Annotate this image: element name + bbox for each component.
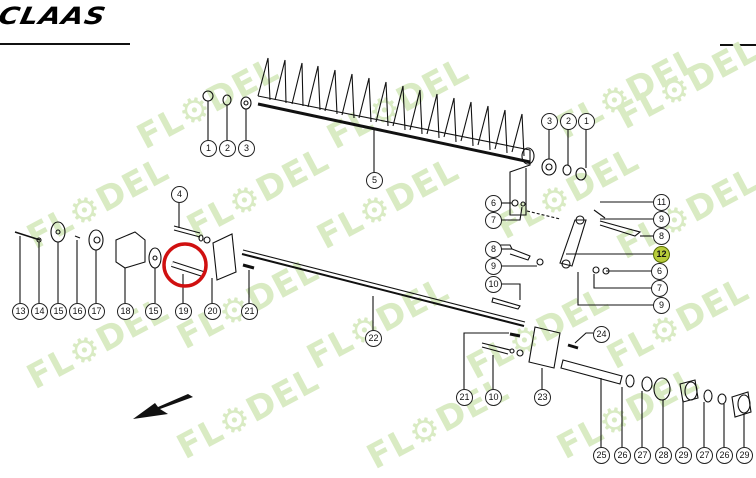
callout-part-4[interactable]: 4 xyxy=(171,186,188,203)
callout-part-28[interactable]: 28 xyxy=(655,447,672,464)
callout-part-21[interactable]: 21 xyxy=(241,303,258,320)
callout-part-9[interactable]: 9 xyxy=(485,258,502,275)
callout-part-11[interactable]: 11 xyxy=(653,194,670,211)
shaft-part-22 xyxy=(241,249,526,330)
callout-part-15[interactable]: 15 xyxy=(50,303,67,320)
bushing-set-right xyxy=(541,129,587,181)
link-arm-part-12 xyxy=(526,201,653,306)
callout-part-1[interactable]: 1 xyxy=(578,113,595,130)
callout-part-17[interactable]: 17 xyxy=(88,303,105,320)
part-19-highlight-ring xyxy=(162,242,208,288)
callout-part-6[interactable]: 6 xyxy=(651,263,668,280)
callout-part-15[interactable]: 15 xyxy=(145,303,162,320)
callout-part-18[interactable]: 18 xyxy=(117,303,134,320)
callout-part-7[interactable]: 7 xyxy=(485,212,502,229)
callout-part-27[interactable]: 27 xyxy=(696,447,713,464)
callout-part-24[interactable]: 24 xyxy=(593,326,610,343)
callout-part-6[interactable]: 6 xyxy=(485,195,502,212)
callout-part-22[interactable]: 22 xyxy=(365,330,382,347)
callout-part-19[interactable]: 19 xyxy=(175,303,192,320)
callout-part-13[interactable]: 13 xyxy=(12,303,29,320)
callout-part-3[interactable]: 3 xyxy=(238,140,255,157)
callout-part-16[interactable]: 16 xyxy=(69,303,86,320)
callout-part-29[interactable]: 29 xyxy=(736,447,753,464)
header-rule-right xyxy=(720,44,756,46)
rake-bar-part-5 xyxy=(257,57,535,216)
callout-part-3[interactable]: 3 xyxy=(541,113,558,130)
callout-part-8[interactable]: 8 xyxy=(653,228,670,245)
callout-part-10[interactable]: 10 xyxy=(485,276,502,293)
callout-part-9[interactable]: 9 xyxy=(653,211,670,228)
drive-shaft-part-25 xyxy=(560,359,752,447)
callout-part-10[interactable]: 10 xyxy=(485,389,502,406)
callout-part-29[interactable]: 29 xyxy=(675,447,692,464)
callout-part-8[interactable]: 8 xyxy=(485,241,502,258)
callout-part-5[interactable]: 5 xyxy=(366,172,383,189)
callout-part-2[interactable]: 2 xyxy=(219,140,236,157)
callout-part-27[interactable]: 27 xyxy=(634,447,651,464)
callout-part-1[interactable]: 1 xyxy=(200,140,217,157)
bushing-set-left xyxy=(202,90,252,140)
callout-part-7[interactable]: 7 xyxy=(651,280,668,297)
callout-part-25[interactable]: 25 xyxy=(593,447,610,464)
callout-part-26[interactable]: 26 xyxy=(716,447,733,464)
callout-part-9[interactable]: 9 xyxy=(653,297,670,314)
callout-part-12[interactable]: 12 xyxy=(653,246,670,263)
callout-part-20[interactable]: 20 xyxy=(204,303,221,320)
callout-part-14[interactable]: 14 xyxy=(31,303,48,320)
callout-part-21[interactable]: 21 xyxy=(456,389,473,406)
callout-part-23[interactable]: 23 xyxy=(534,389,551,406)
callout-part-2[interactable]: 2 xyxy=(560,113,577,130)
right-lower-cluster xyxy=(463,326,593,389)
left-hardware-cluster xyxy=(14,202,255,303)
header-rule-left xyxy=(0,43,130,45)
callout-part-26[interactable]: 26 xyxy=(614,447,631,464)
direction-arrow-icon xyxy=(133,394,193,419)
